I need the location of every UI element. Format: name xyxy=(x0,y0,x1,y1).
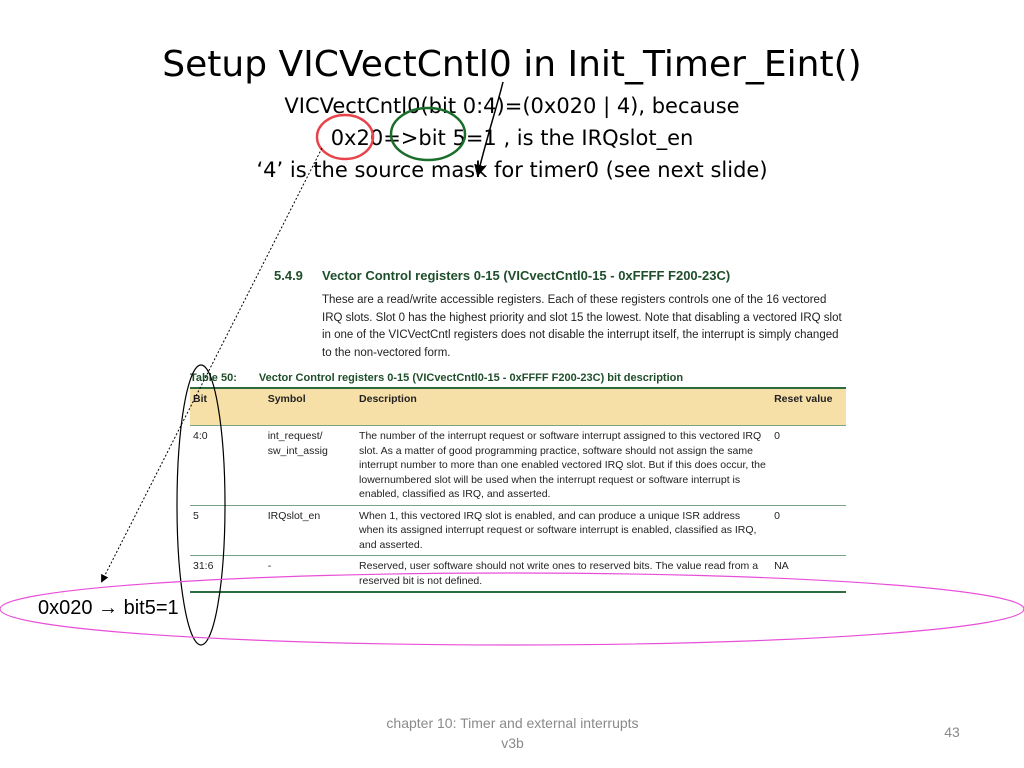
table-caption-label: Table 50: xyxy=(190,372,237,384)
explanation-line-2: 0x20=>bit 5=1 , is the IRQslot_en xyxy=(330,126,694,150)
table-row: 31:6 - Reserved, user software should no… xyxy=(190,555,846,593)
cell-reset: NA xyxy=(771,555,846,593)
page-number: 43 xyxy=(944,724,960,740)
cell-symbol: IRQslot_en xyxy=(264,504,357,556)
explanation-line-3: ‘4’ is the source mask for timer0 (see n… xyxy=(256,158,768,182)
cell-description: Reserved, user software should not write… xyxy=(356,555,772,593)
slide-title: Setup VICVectCntl0 in Init_Timer_Eint() xyxy=(162,44,862,85)
cell-bit: 4:0 xyxy=(190,425,265,505)
slide-footer: chapter 10: Timer and external interrupt… xyxy=(386,715,639,751)
cell-bit: 31:6 xyxy=(190,555,265,593)
section-number: 5.4.9 xyxy=(274,268,303,283)
table-row: 5 IRQslot_en When 1, this vectored IRQ s… xyxy=(190,504,846,556)
cell-symbol: int_request/ sw_int_assig xyxy=(264,425,357,505)
cell-symbol: - xyxy=(264,555,357,593)
cell-reset: 0 xyxy=(771,504,846,556)
table-row: 4:0 int_request/ sw_int_assig The number… xyxy=(190,425,846,505)
table-caption-text: Vector Control registers 0-15 (VICvectCn… xyxy=(258,372,684,384)
table-header-row: Bit Symbol Description Reset value xyxy=(190,387,846,426)
header-symbol: Symbol xyxy=(264,387,357,426)
register-table: Bit Symbol Description Reset value 4:0 i… xyxy=(190,387,846,593)
cell-description: The number of the interrupt request or s… xyxy=(356,425,772,505)
explanation-line-1: VICVectCntl0(bit 0:4)=(0x020 | 4), becau… xyxy=(284,94,740,118)
header-description: Description xyxy=(356,387,772,426)
section-paragraph: These are a read/write accessible regist… xyxy=(322,294,842,359)
cell-description: When 1, this vectored IRQ slot is enable… xyxy=(356,504,772,556)
header-bit: Bit xyxy=(190,387,265,426)
bit5-note: 0x020 → bit5=1 xyxy=(38,597,179,619)
table-caption: Table 50: Vector Control registers 0-15 (… xyxy=(190,372,683,384)
section-title: Vector Control registers 0-15 (VICvectCn… xyxy=(322,268,731,283)
cell-reset: 0 xyxy=(771,425,846,505)
cell-bit: 5 xyxy=(190,504,265,556)
header-reset-value: Reset value xyxy=(771,387,846,426)
